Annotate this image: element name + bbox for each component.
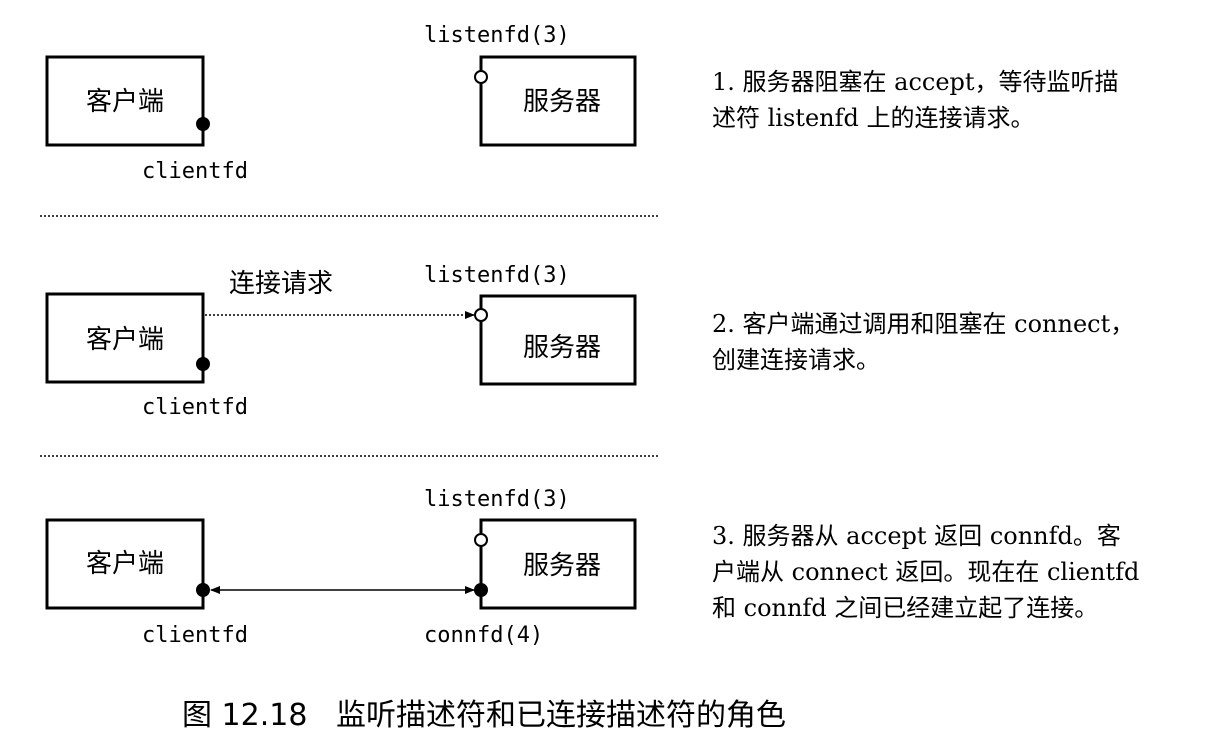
client-socket [196,583,210,597]
caption-line: 创建连接请求。 [712,346,880,374]
figure-title: 图 12.18 监听描述符和已连接描述符的角色 [182,698,786,733]
caption-line: 1. 服务器阻塞在 accept，等待监听描 [712,68,1119,96]
step-caption: 2. 客户端通过调用和阻塞在 connect， 创建连接请求。 [712,310,1142,374]
clientfd-label: clientfd [142,623,248,648]
panel-1: 客户端 clientfd listenfd(3) 服务器 1. 服务器阻塞在 a… [45,23,1126,184]
listen-socket [474,308,488,322]
caption-line: 述符 listenfd 上的连接请求。 [712,104,1034,132]
listenfd-label: listenfd(3) [424,487,570,512]
connection-request-label: 连接请求 [229,269,333,299]
clientfd-label: clientfd [142,159,248,184]
caption-line: 户端从 connect 返回。现在在 clientfd [712,558,1139,586]
caption-line: 和 connfd 之间已经建立起了连接。 [712,594,1098,622]
client-label: 客户端 [86,325,164,355]
client-box [45,55,205,147]
client-socket [196,117,210,131]
step-caption: 1. 服务器阻塞在 accept，等待监听描 述符 listenfd 上的连接请… [712,68,1126,132]
server-box [479,294,637,386]
panel-2: 客户端 clientfd 连接请求 listenfd(3) 服务器 2. 客户端… [45,263,1142,420]
server-label: 服务器 [523,333,601,363]
server-box [479,518,637,610]
client-label: 客户端 [86,87,164,117]
client-label: 客户端 [86,549,164,579]
client-box [45,518,205,610]
caption-line: 3. 服务器从 accept 返回 connfd。客 [712,522,1121,550]
listen-socket [474,533,488,547]
connfd-label: connfd(4) [424,623,543,648]
panel-3: 客户端 clientfd listenfd(3) 服务器 connfd(4) 3… [45,487,1147,648]
step-caption: 3. 服务器从 accept 返回 connfd。客 户端从 connect 返… [712,522,1147,622]
clientfd-label: clientfd [142,395,248,420]
caption-line: 2. 客户端通过调用和阻塞在 connect， [712,310,1134,338]
connected-socket [474,583,488,597]
server-label: 服务器 [523,551,601,581]
listen-socket [474,70,488,84]
server-box [479,55,637,147]
listenfd-label: listenfd(3) [424,263,570,288]
listenfd-label: listenfd(3) [424,23,570,48]
server-label: 服务器 [523,87,601,117]
client-socket [196,357,210,371]
client-box [45,292,205,384]
